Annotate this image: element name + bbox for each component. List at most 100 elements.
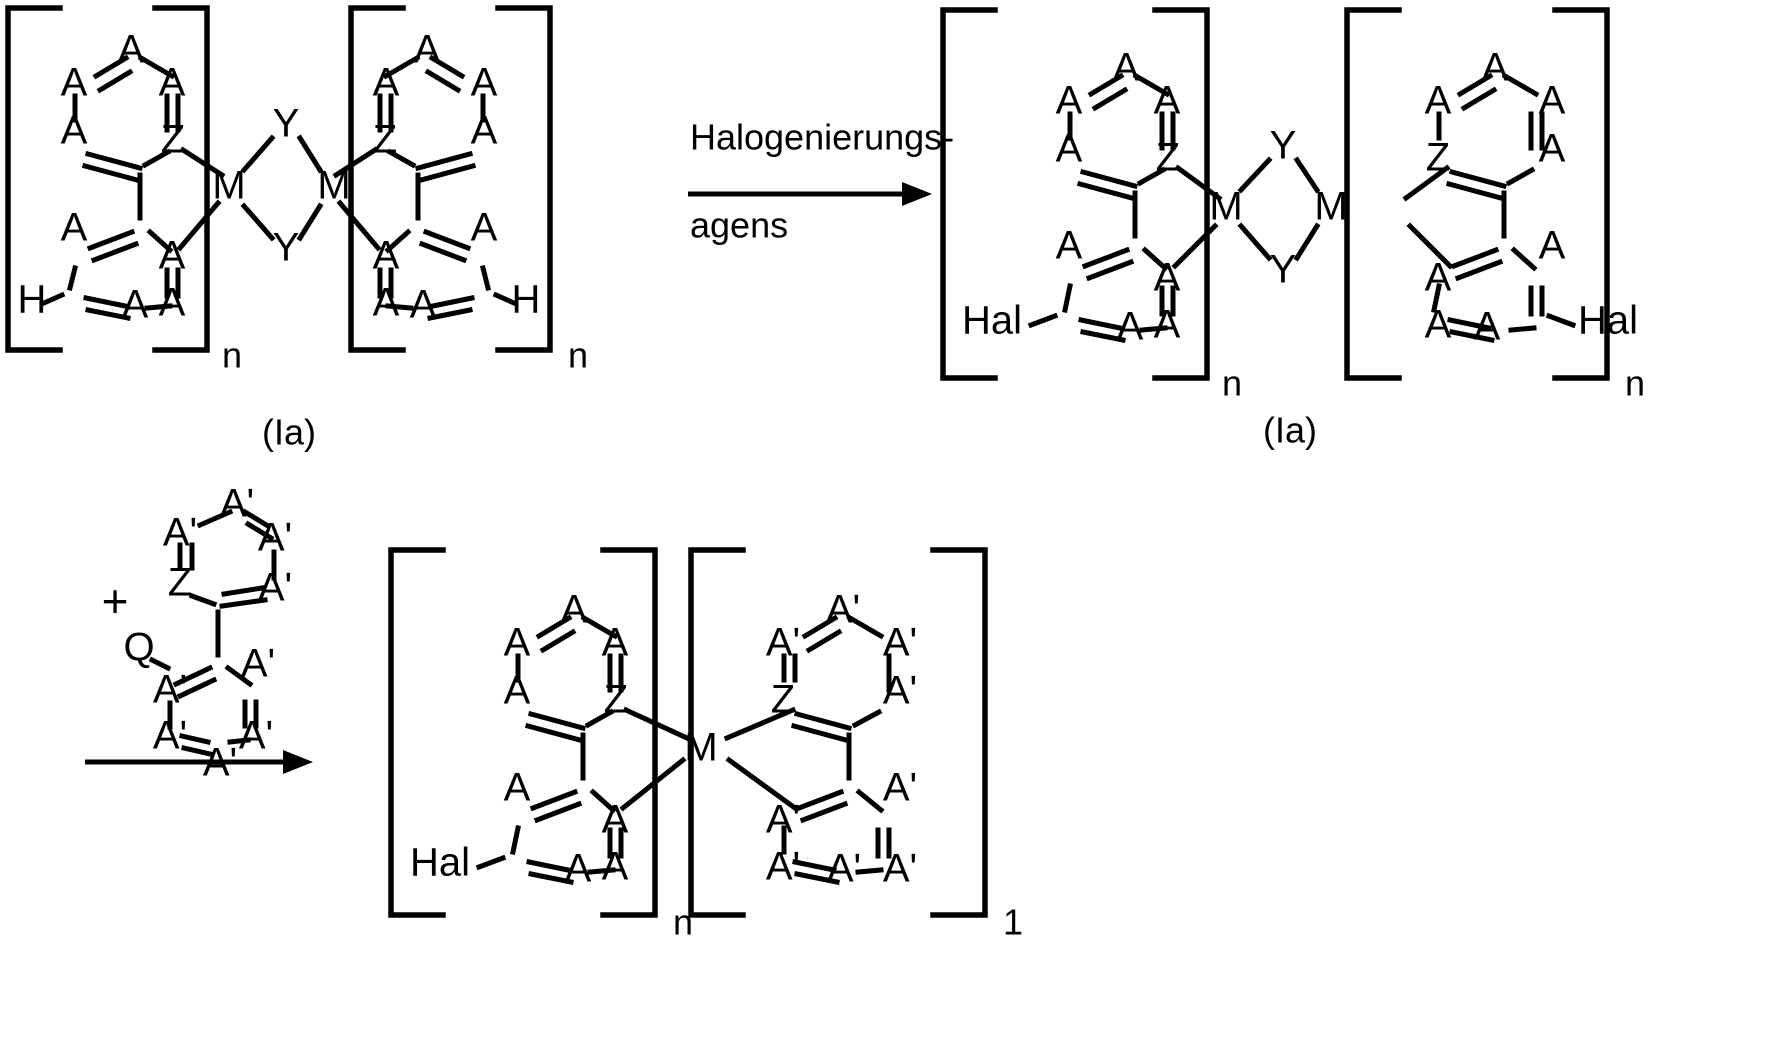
atom-A: A [471,206,498,250]
atom-A: A [1056,79,1083,123]
ligand-left-lower-ring [40,172,181,321]
atom-A: A [504,766,531,810]
atom-Z: Z [161,118,185,162]
atom-A: A [1425,303,1452,347]
atom-A: A [414,28,441,72]
ligand-left-lower-ring [475,732,624,885]
subscript-n: n [568,335,588,376]
atom-A: A [602,845,629,889]
bracket-left-inner [1152,7,1210,381]
atom-A: A [504,621,531,665]
atom-A-prime: A' [883,669,917,713]
atom-A: A [1154,303,1181,347]
bracket-left-outer [388,547,446,918]
atom-M: M [317,164,350,208]
ligand-right-metal-bonds [723,706,799,812]
atom-A: A [159,281,186,325]
bracket-right-inner [495,5,553,353]
final-product-complex: A A A A Z A A A A Hal M [388,547,1023,943]
ligand-left-metal-bonds [176,146,226,252]
metal-bridge-core [1237,156,1321,262]
atom-Y: Y [273,102,300,146]
atom-Z: Z [168,561,192,605]
atom-A-prime: A' [766,621,800,665]
atom-A: A [1539,79,1566,123]
atom-A-prime: A' [827,847,861,891]
ligand-left-upper-ring [1067,72,1176,202]
atom-H: H [512,278,541,322]
atom-Q: Q [123,626,154,670]
atom-M: M [212,164,245,208]
atom-Hal: Hal [1578,299,1638,343]
atom-A-prime: A' [826,588,860,632]
atom-Z: Z [1156,136,1180,180]
bracket-right-inner [1552,7,1610,381]
atom-A: A [122,283,149,327]
atom-A: A [1056,127,1083,171]
atom-A: A [565,847,592,891]
atom-A: A [373,281,400,325]
ligand-left-upper-ring [515,614,624,744]
bracket-right-outer [688,547,746,918]
atom-A: A [602,798,629,842]
ligand-left-upper-ring [72,54,181,184]
atom-A: A [1117,305,1144,349]
bracket-left-outer [940,7,998,381]
atom-A-prime: A' [883,766,917,810]
atom-H: H [18,278,47,322]
atom-A-prime: A' [258,516,292,560]
bracket-left-inner [152,5,210,353]
atom-A: A [61,206,88,250]
structure-label-Ia: (Ia) [262,412,316,453]
subscript-n: n [1625,363,1645,404]
atom-A: A [1154,79,1181,123]
atom-A: A [1482,46,1509,90]
ligand-right-upper-ring [781,614,892,744]
atom-A: A [1474,305,1501,349]
atom-A-prime: A' [163,511,197,555]
added-ligand: A' A' A' A' Z Q A' A' A' [123,482,292,785]
atom-A: A [1425,256,1452,300]
atom-A: A [1056,224,1083,268]
atom-A: A [61,61,88,105]
atom-A: A [471,109,498,153]
atom-A-prime: A' [258,566,292,610]
atom-A: A [118,28,145,72]
atom-A: A [373,61,400,105]
bracket-left-outer [5,5,63,353]
atom-A: A [373,234,400,278]
atom-A-prime: A' [766,845,800,889]
atom-A-prime: A' [153,668,187,712]
atom-A: A [504,669,531,713]
atom-A: A [1539,127,1566,171]
atom-Z: Z [771,678,795,722]
atom-Hal: Hal [410,841,470,885]
reaction-arrow-step2 [85,750,313,774]
subscript-n: n [1222,363,1242,404]
arrowhead-icon [283,750,313,774]
ligand-left-metal-bonds [619,706,691,812]
metal-bridge-core [240,134,324,242]
bracket-right-outer [1344,7,1402,381]
atom-M: M [1314,185,1347,229]
subscript-n: n [673,902,693,943]
atom-A-prime: A' [766,798,800,842]
bracket-left-inner [600,547,658,918]
atom-M: M [1209,185,1242,229]
atom-A: A [61,109,88,153]
reaction-arrow-step1 [688,182,932,206]
subscript-n: n [222,335,242,376]
ligand-left-lower-ring [1027,190,1176,343]
ligand-right-lower-ring [1431,190,1577,343]
atom-A-prime: A' [153,714,187,758]
ligand-right-lower-ring [781,732,892,885]
atom-A: A [471,61,498,105]
atom-A: A [1154,256,1181,300]
ligand-right-lower-ring [377,172,518,321]
atom-A: A [410,283,437,327]
atom-A-prime: A' [241,642,275,686]
atom-A-prime: A' [883,847,917,891]
atom-A: A [159,61,186,105]
ligand-right-upper-ring [1436,72,1545,202]
